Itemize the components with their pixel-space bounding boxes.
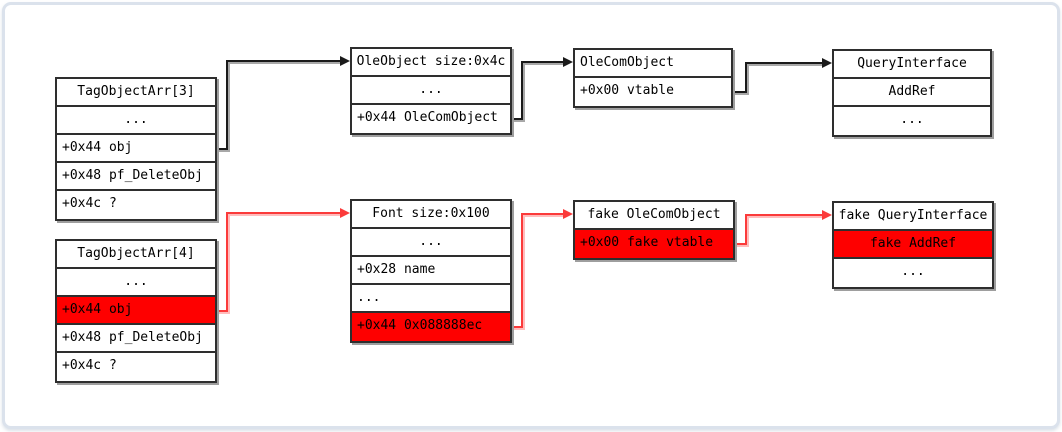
struct-box-tag-object-arr-4: TagObjectArr[4] ... +0x44 obj +0x48 pf_D… — [55, 239, 217, 383]
struct-field-row: ... — [901, 264, 925, 279]
struct-field-row: +0x48 pf_DeleteObj — [57, 325, 215, 353]
struct-field-row: ... — [352, 285, 510, 313]
struct-box-ole-com-object: OleComObject +0x00 vtable — [573, 48, 733, 108]
struct-box-fake-ole-com-object: fake OleComObject +0x00 fake vtable — [573, 200, 735, 260]
struct-box-fake-query-interface: fake QueryInterface fake AddRef ... — [832, 201, 994, 289]
struct-box-tag-object-arr-3: TagObjectArr[3] ... +0x44 obj +0x48 pf_D… — [55, 77, 217, 221]
struct-field-row: +0x44 OleComObject — [357, 110, 498, 125]
struct-field-row: +0x4c ? — [62, 196, 117, 211]
struct-title: fake OleComObject — [575, 202, 733, 230]
struct-field-row-highlighted: fake AddRef — [834, 231, 992, 259]
struct-field-row: AddRef — [834, 79, 990, 107]
struct-field-row-highlighted: +0x44 obj — [57, 297, 215, 325]
struct-title: TagObjectArr[4] — [57, 241, 215, 269]
struct-field-row: ... — [57, 107, 215, 135]
struct-title: OleObject size:0x4c — [352, 49, 510, 77]
struct-box-query-interface: QueryInterface AddRef ... — [832, 49, 992, 137]
struct-box-ole-object: OleObject size:0x4c ... +0x44 OleComObje… — [350, 47, 512, 135]
struct-field-row: +0x28 name — [352, 257, 510, 285]
struct-field-row: +0x4c ? — [62, 358, 117, 373]
struct-title: TagObjectArr[3] — [57, 79, 215, 107]
struct-title: QueryInterface — [834, 51, 990, 79]
struct-field-row: +0x48 pf_DeleteObj — [57, 163, 215, 191]
struct-title: Font size:0x100 — [352, 201, 510, 229]
struct-title: OleComObject — [575, 50, 731, 78]
struct-field-row-highlighted: +0x00 fake vtable — [575, 230, 733, 258]
struct-box-font: Font size:0x100 ... +0x28 name ... +0x44… — [350, 199, 512, 343]
struct-field-row: +0x44 obj — [57, 135, 215, 163]
struct-field-row: ... — [352, 77, 510, 105]
struct-field-row: +0x00 vtable — [580, 83, 674, 98]
struct-title: fake QueryInterface — [834, 203, 992, 231]
struct-field-row: ... — [57, 269, 215, 297]
struct-field-row: ... — [900, 112, 924, 127]
struct-field-row-highlighted: +0x44 0x088888ec — [352, 313, 510, 341]
struct-field-row: ... — [352, 229, 510, 257]
